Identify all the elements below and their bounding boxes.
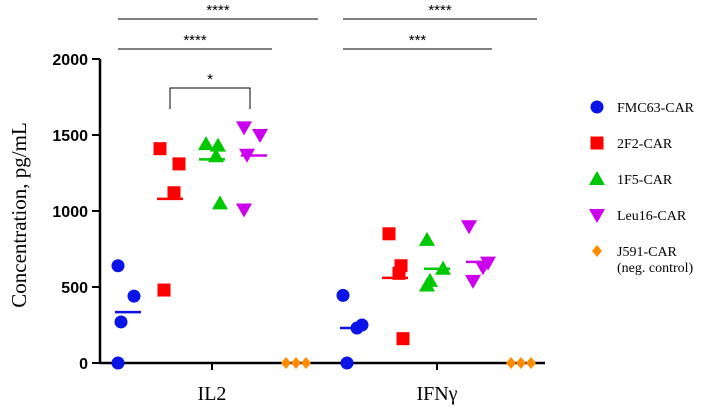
data-point — [252, 129, 268, 143]
data-point — [382, 227, 396, 241]
x-tick-label: IFNγ — [416, 383, 457, 405]
legend-label: 1F5-CAR — [617, 173, 673, 188]
data-point — [212, 195, 228, 210]
y-tick-label: 1500 — [52, 128, 88, 145]
data-marks — [111, 121, 536, 370]
data-point — [291, 357, 301, 369]
data-point — [127, 289, 141, 303]
data-point — [475, 261, 491, 276]
significance-bracket — [169, 87, 251, 109]
legend-marker — [589, 209, 605, 223]
y-tick-label: 1000 — [52, 204, 88, 221]
data-point — [236, 203, 252, 218]
significance-label: **** — [183, 32, 207, 49]
data-point — [506, 357, 516, 369]
significance-label: *** — [409, 32, 427, 49]
y-axis-label: Concentration, pg/mL — [7, 122, 31, 307]
data-point — [198, 136, 214, 151]
data-point — [461, 220, 477, 235]
data-point — [111, 356, 125, 370]
data-point — [281, 357, 291, 369]
data-point — [419, 231, 435, 246]
data-point — [526, 357, 536, 369]
data-point — [516, 357, 526, 369]
legend-marker — [589, 171, 605, 185]
legend-marker — [592, 245, 602, 257]
data-point — [153, 142, 167, 156]
x-tick-label: IL2 — [198, 383, 227, 405]
legend-label-line2: (neg. control) — [617, 261, 694, 276]
y-tick-label: 500 — [61, 280, 88, 297]
data-point — [210, 137, 226, 152]
data-point — [167, 186, 181, 200]
y-tick-label: 0 — [79, 356, 88, 373]
significance-label: * — [207, 71, 213, 88]
legend-label: J591-CAR — [617, 245, 678, 260]
significance-brackets: **************** — [118, 2, 537, 109]
data-point — [340, 356, 354, 370]
legend-label: FMC63-CAR — [617, 101, 695, 116]
data-point — [157, 283, 171, 297]
significance-label: **** — [206, 2, 230, 19]
data-point — [236, 121, 252, 136]
legend: FMC63-CAR 2F2-CAR 1F5-CAR Leu16-CAR J591-CAR… — [589, 100, 695, 276]
data-point — [114, 315, 128, 329]
legend-label: 2F2-CAR — [617, 137, 673, 152]
data-point — [301, 357, 311, 369]
data-point — [172, 157, 186, 171]
legend-marker — [590, 100, 604, 114]
data-point — [336, 288, 350, 302]
legend-marker — [590, 136, 604, 150]
data-point — [465, 274, 481, 289]
significance-label: **** — [428, 2, 452, 19]
y-tick-label: 2000 — [52, 52, 88, 69]
data-point — [111, 259, 125, 273]
data-point — [419, 277, 435, 292]
data-point — [396, 332, 410, 346]
legend-label: Leu16-CAR — [617, 209, 687, 224]
data-point — [392, 266, 406, 280]
